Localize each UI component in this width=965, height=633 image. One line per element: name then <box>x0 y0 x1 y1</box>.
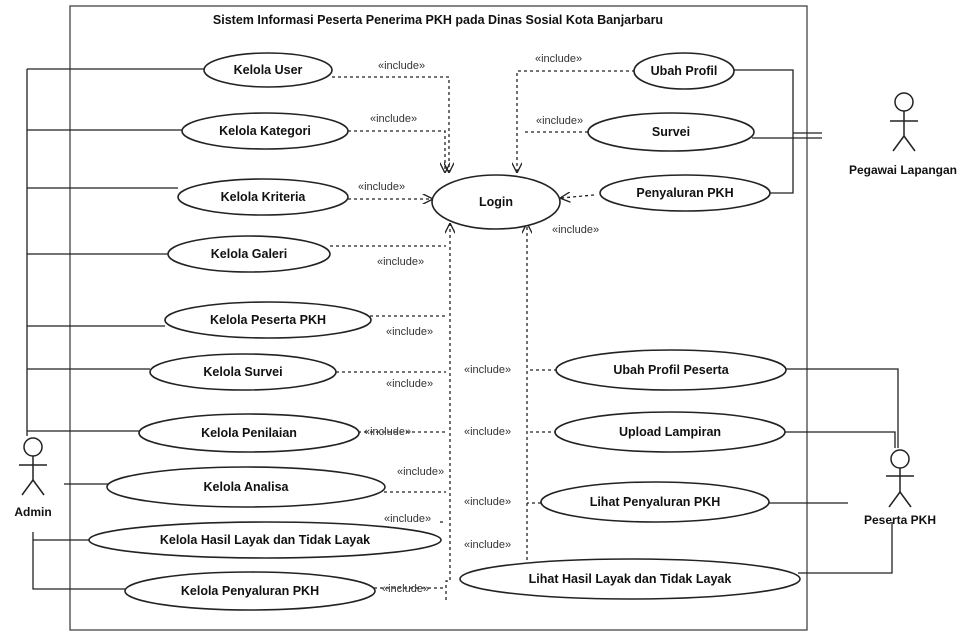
use-case-kelola-survei[interactable]: Kelola Survei <box>149 353 337 391</box>
svg-text:Ubah Profil Peserta: Ubah Profil Peserta <box>613 363 729 377</box>
svg-text:Ubah Profil: Ubah Profil <box>651 64 718 78</box>
include-label: «include» <box>358 181 405 193</box>
include-label: «include» <box>397 466 444 478</box>
stick-figure-icon <box>886 449 914 508</box>
use-case-ubah-profil[interactable]: Ubah Profil <box>633 52 735 90</box>
use-case-lihat-penyaluran-pkh[interactable]: Lihat Penyaluran PKH <box>540 481 770 523</box>
include-label: «include» <box>535 53 582 65</box>
use-case-kelola-penilaian[interactable]: Kelola Penilaian <box>138 413 360 453</box>
svg-text:Kelola Kriteria: Kelola Kriteria <box>221 190 307 204</box>
svg-text:Kelola Peserta PKH: Kelola Peserta PKH <box>210 313 326 327</box>
actor-peserta-pkh[interactable]: Peserta PKH <box>864 449 936 527</box>
stick-figure-icon <box>19 437 47 496</box>
svg-text:Kelola Hasil Layak dan Tidak L: Kelola Hasil Layak dan Tidak Layak <box>160 533 370 547</box>
svg-text:Penyaluran PKH: Penyaluran PKH <box>636 186 733 200</box>
use-case-lihat-hasil-layak[interactable]: Lihat Hasil Layak dan Tidak Layak <box>459 558 801 600</box>
peserta-associations <box>769 368 899 574</box>
include-label: «include» <box>382 583 429 595</box>
include-label: «include» <box>464 539 511 551</box>
use-case-penyaluran-pkh[interactable]: Penyaluran PKH <box>599 174 771 212</box>
use-case-survei[interactable]: Survei <box>587 112 755 152</box>
admin-associations <box>26 68 206 590</box>
svg-text:Kelola Penyaluran PKH: Kelola Penyaluran PKH <box>181 584 319 598</box>
use-case-kelola-kriteria[interactable]: Kelola Kriteria <box>177 178 349 216</box>
include-labels: «include» «include» «include» «include» … <box>358 53 599 595</box>
include-label: «include» <box>370 113 417 125</box>
use-case-kelola-penyaluran-pkh[interactable]: Kelola Penyaluran PKH <box>124 571 376 611</box>
use-case-kelola-analisa[interactable]: Kelola Analisa <box>106 466 386 508</box>
use-case-ubah-profil-peserta[interactable]: Ubah Profil Peserta <box>555 349 787 391</box>
svg-text:Upload Lampiran: Upload Lampiran <box>619 425 721 439</box>
actor-label: Admin <box>14 505 51 519</box>
use-case-login[interactable]: Login <box>431 174 561 230</box>
include-dependencies <box>330 70 635 600</box>
stick-figure-icon <box>890 92 918 152</box>
pegawai-associations <box>733 69 822 194</box>
include-label: «include» <box>464 426 511 438</box>
include-label: «include» <box>384 513 431 525</box>
include-label: «include» <box>464 496 511 508</box>
svg-text:Survei: Survei <box>652 125 690 139</box>
include-label: «include» <box>536 115 583 127</box>
include-label: «include» <box>552 224 599 236</box>
actor-admin[interactable]: Admin <box>14 437 52 519</box>
actor-label: Pegawai Lapangan <box>849 163 957 177</box>
use-case-kelola-peserta-pkh[interactable]: Kelola Peserta PKH <box>164 301 372 339</box>
svg-text:Kelola Galeri: Kelola Galeri <box>211 247 287 261</box>
include-label: «include» <box>386 378 433 390</box>
svg-text:Lihat Penyaluran PKH: Lihat Penyaluran PKH <box>590 495 721 509</box>
system-title: Sistem Informasi Peserta Penerima PKH pa… <box>213 13 663 27</box>
svg-text:Lihat Hasil Layak dan Tidak La: Lihat Hasil Layak dan Tidak Layak <box>529 572 732 586</box>
svg-text:Kelola Penilaian: Kelola Penilaian <box>201 426 297 440</box>
use-case-kelola-galeri[interactable]: Kelola Galeri <box>167 235 331 273</box>
include-label: «include» <box>378 60 425 72</box>
use-case-kelola-user[interactable]: Kelola User <box>203 52 333 88</box>
svg-text:Kelola Kategori: Kelola Kategori <box>219 124 311 138</box>
svg-text:Kelola User: Kelola User <box>234 63 303 77</box>
system-boundary <box>69 5 808 631</box>
use-case-upload-lampiran[interactable]: Upload Lampiran <box>554 411 786 453</box>
svg-text:Kelola Analisa: Kelola Analisa <box>204 480 290 494</box>
include-label: «include» <box>377 256 424 268</box>
include-label: «include» <box>464 364 511 376</box>
svg-text:Kelola Survei: Kelola Survei <box>203 365 282 379</box>
actor-pegawai-lapangan[interactable]: Pegawai Lapangan <box>849 92 957 177</box>
actor-label: Peserta PKH <box>864 513 936 527</box>
use-case-kelola-hasil-layak[interactable]: Kelola Hasil Layak dan Tidak Layak <box>88 521 442 559</box>
use-case-kelola-kategori[interactable]: Kelola Kategori <box>181 112 349 150</box>
include-label: «include» <box>364 426 411 438</box>
include-label: «include» <box>386 326 433 338</box>
svg-text:Login: Login <box>479 195 513 209</box>
